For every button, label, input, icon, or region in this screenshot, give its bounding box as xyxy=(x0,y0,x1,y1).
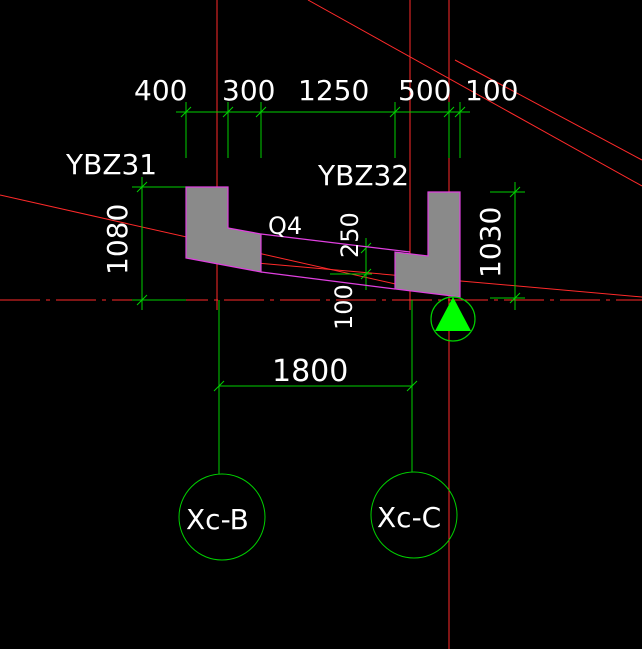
tick-6 xyxy=(454,106,466,118)
axis-bubble-xc-b xyxy=(178,473,266,561)
label-ybz31: YBZ31 xyxy=(65,148,157,181)
dim-1080-tick-top xyxy=(136,181,148,193)
top-dim-label-1250: 1250 xyxy=(298,74,369,107)
label-dim-1800: 1800 xyxy=(272,354,348,389)
label-wall-q4: Q4 xyxy=(268,212,302,240)
dimension-1080-lines xyxy=(132,177,186,310)
label-dim-250: 250 xyxy=(336,212,364,258)
dim-1800-tick-right xyxy=(406,380,418,392)
top-dim-label-300: 300 xyxy=(222,74,275,107)
dim-250-tick-top xyxy=(360,242,372,254)
label-dim-1030: 1030 xyxy=(474,207,507,278)
diagonal-line-top xyxy=(307,0,642,187)
dim-1800-tick-left xyxy=(213,380,225,392)
column-ybz31[interactable] xyxy=(185,186,262,273)
wall-q4-bottom-edge xyxy=(260,271,396,290)
diagonal-line-right xyxy=(454,59,642,161)
dim-1030-tick-bottom xyxy=(509,292,521,304)
top-dimension-chain xyxy=(176,102,470,158)
tick-3 xyxy=(255,106,267,118)
axis-bubble-xc-c xyxy=(370,471,458,559)
top-dim-label-400: 400 xyxy=(134,74,187,107)
tick-4 xyxy=(389,106,401,118)
dim-1030-tick-top xyxy=(509,186,521,198)
label-dim-1080: 1080 xyxy=(101,204,134,275)
dim-250-tick xyxy=(360,268,372,280)
wall-q4-outline xyxy=(260,233,411,290)
dimension-1030-lines xyxy=(490,182,525,310)
label-ybz32: YBZ32 xyxy=(317,159,409,192)
wall-q4-top-edge xyxy=(260,233,411,253)
tick-1 xyxy=(180,106,192,118)
tick-5 xyxy=(443,106,455,118)
top-dim-label-500: 500 xyxy=(398,74,451,107)
top-dim-label-100: 100 xyxy=(465,74,518,107)
dim-1080-tick-bottom xyxy=(136,294,148,306)
tick-2 xyxy=(222,106,234,118)
dimension-250-100-lines xyxy=(330,238,372,290)
column-ybz32[interactable] xyxy=(394,191,461,298)
dimension-1800-lines xyxy=(213,380,418,392)
text-labels: 400 300 1250 500 100 YBZ31 YBZ32 Q4 250 … xyxy=(65,74,518,536)
label-dim-100: 100 xyxy=(330,284,358,330)
axis-bubble-label-xc-b: Xc-B xyxy=(186,503,249,536)
triangle-up-icon xyxy=(430,296,476,342)
axis-bubble-label-xc-c: Xc-C xyxy=(377,501,441,534)
